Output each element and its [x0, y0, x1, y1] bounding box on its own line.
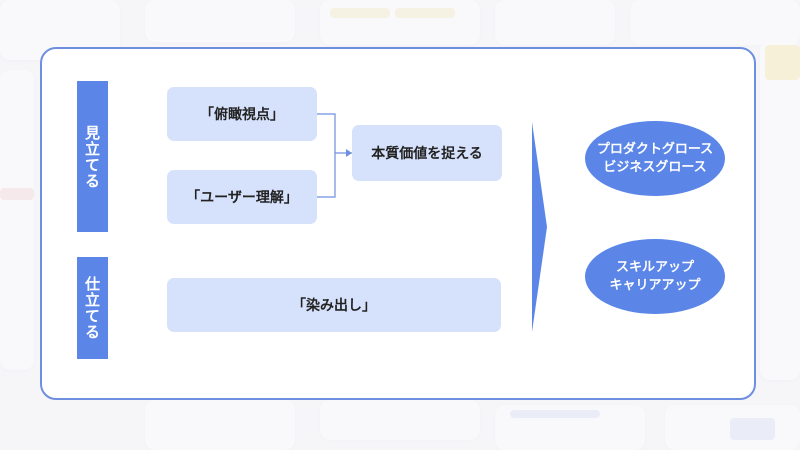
outcome-career-up-text: キャリアアップ [609, 277, 701, 293]
connector-fukan [317, 113, 352, 154]
side-label-mitateru: 見立てる [77, 81, 108, 232]
box-user-rikai-text: 「ユーザー理解」 [186, 190, 298, 206]
box-shimidashi: 「染み出し」 [167, 278, 501, 332]
side-label-shitateru: 仕立てる [77, 257, 108, 359]
big-chevron-arrow [532, 122, 547, 332]
box-shimidashi-text: 「染み出し」 [292, 298, 376, 314]
side-label-mitateru-text: 見立てる [83, 124, 101, 189]
outcome-career: スキルアップ キャリアアップ [585, 239, 725, 314]
box-honshitsu-kachi-text: 本質価値を捉える [371, 146, 483, 162]
connector-arrowhead [346, 149, 352, 157]
connector-user [317, 153, 336, 198]
side-label-shitateru-text: 仕立てる [83, 276, 101, 340]
box-fukan-shiten: 「俯瞰視点」 [167, 87, 317, 141]
connector-lines [317, 113, 547, 332]
outcome-business-growth-text: ビジネスグロース [603, 159, 707, 175]
outcome-growth: プロダクトグロース ビジネスグロース [585, 121, 725, 196]
outcome-product-growth-text: プロダクトグロース [596, 141, 714, 157]
box-fukan-shiten-text: 「俯瞰視点」 [200, 107, 284, 123]
box-user-rikai: 「ユーザー理解」 [167, 170, 317, 224]
box-honshitsu-kachi: 本質価値を捉える [352, 125, 502, 181]
outcome-skill-up-text: スキルアップ [615, 259, 694, 275]
diagram-card: 見立てる 仕立てる 「俯瞰視点」 「ユーザー理解」 本質価値を捉える 「染み出し… [40, 47, 756, 400]
